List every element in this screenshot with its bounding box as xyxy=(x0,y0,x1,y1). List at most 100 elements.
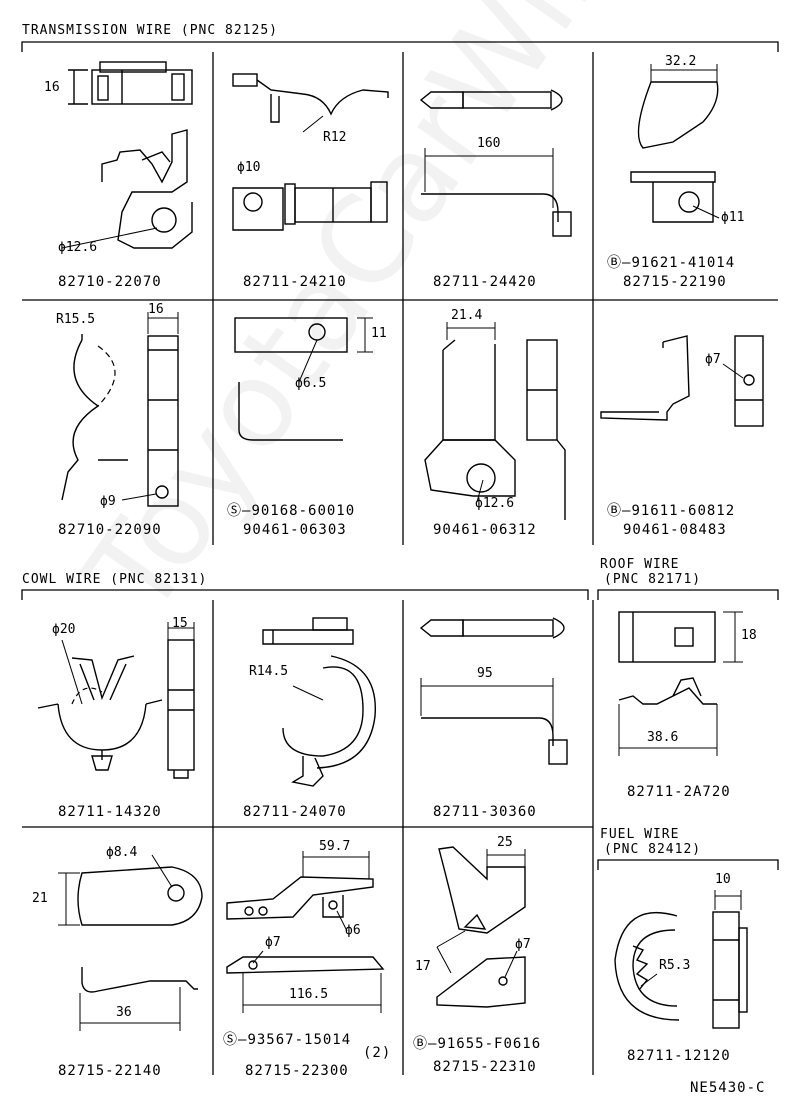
part-cell-82710-22070: 16 ϕ12.6 82710-22070 xyxy=(22,52,213,300)
bolt-number: 91621-41014 xyxy=(631,255,736,271)
clamp-drawing xyxy=(37,622,195,779)
clamp-drawing xyxy=(419,89,572,237)
dim-width: 32.2 xyxy=(665,54,697,69)
section-title-fuel-wire: FUEL WIRE xyxy=(600,827,680,842)
dim-width: 10 xyxy=(715,872,731,887)
clamp-drawing xyxy=(234,317,373,441)
dim-hole-diameter: ϕ7 xyxy=(515,937,531,952)
part-cell-90461-06303: 11 ϕ6.5 Ⓢ—90168-60010 90461-06303 xyxy=(213,300,403,545)
dim-height: 16 xyxy=(44,80,60,95)
part-number: 82715-22310 xyxy=(433,1059,537,1075)
part-cell-82715-22300: 59.7 ϕ7 ϕ6 116.5 Ⓢ—93567-15014 (2) 82715… xyxy=(213,827,403,1079)
section-title-cowl-wire: COWL WIRE (PNC 82131) xyxy=(22,572,208,587)
clamp-drawing xyxy=(614,890,748,1029)
clamp-drawing xyxy=(61,312,179,507)
dim-hole-diameter: ϕ7 xyxy=(705,352,721,367)
clamp-drawing xyxy=(262,617,376,787)
part-cell-82710-22090: R15.5 16 ϕ9 82710-22090 xyxy=(22,300,213,545)
clamp-drawing xyxy=(618,611,743,756)
dim-length: 160 xyxy=(477,136,501,151)
dim-hole-diameter-bracket: ϕ6 xyxy=(345,923,361,938)
part-number: 82715-22300 xyxy=(245,1063,349,1079)
part-number: 82711-12120 xyxy=(627,1048,731,1064)
part-number: 82711-24420 xyxy=(433,274,537,290)
part-number: 82715-22140 xyxy=(58,1063,162,1079)
dim-length: 95 xyxy=(477,666,493,681)
part-number: 90461-06303 xyxy=(243,522,347,538)
section-title-roof-wire: ROOF WIRE xyxy=(600,557,680,572)
part-cell-82715-22310: 25 17 ϕ7 Ⓑ—91655-F0616 82715-22310 xyxy=(403,827,593,1075)
part-number: 82710-22090 xyxy=(58,522,162,538)
screw-number: 90168-60010 xyxy=(251,503,356,519)
dim-width: 59.7 xyxy=(319,839,351,854)
clamp-drawing xyxy=(600,335,764,427)
dim-hole-diameter: ϕ12.6 xyxy=(475,496,515,511)
part-number: 82710-22070 xyxy=(58,274,162,290)
bolt-number: 91655-F0616 xyxy=(437,1036,542,1052)
clamp-drawing xyxy=(58,854,203,1031)
bolt-part-number: Ⓑ—91655-F0616 xyxy=(413,1036,542,1052)
dim-radius: R15.5 xyxy=(56,312,96,327)
dim-length: 116.5 xyxy=(289,987,329,1002)
dim-radius: R14.5 xyxy=(249,664,289,679)
dim-width: 16 xyxy=(148,302,164,317)
clamp-drawing xyxy=(424,322,566,520)
dim-height: 21 xyxy=(32,891,48,906)
part-cell-82715-22190: 32.2 ϕ11 Ⓑ—91621-41014 82715-22190 xyxy=(593,52,778,300)
screw-number: 93567-15014 xyxy=(247,1032,352,1048)
screw-part-number: Ⓢ—90168-60010 xyxy=(227,503,356,519)
section-title-roof-pnc: (PNC 82171) xyxy=(604,572,702,587)
clamp-drawing xyxy=(436,846,526,1008)
part-cell-82711-24210: R12 ϕ10 82711-24210 xyxy=(213,52,403,300)
part-cell-90461-08483: ϕ7 Ⓑ—91611-60812 90461-08483 xyxy=(593,300,778,545)
dim-width: 15 xyxy=(172,616,188,631)
section-title-fuel-pnc: (PNC 82412) xyxy=(604,842,702,857)
part-cell-82711-14320: ϕ20 15 82711-14320 xyxy=(22,600,213,827)
dim-height: 17 xyxy=(415,959,431,974)
dim-height: 11 xyxy=(371,326,387,341)
clamp-drawing xyxy=(226,851,385,1013)
bolt-part-number: Ⓑ—91621-41014 xyxy=(607,255,736,271)
part-number: 82711-24210 xyxy=(243,274,347,290)
dim-length: 38.6 xyxy=(647,730,679,745)
dim-width: 21.4 xyxy=(451,308,483,323)
dim-height: 18 xyxy=(741,628,757,643)
part-cell-82711-24420: 160 82711-24420 xyxy=(403,52,593,300)
part-cell-82711-2A720: 18 38.6 82711-2A720 xyxy=(593,600,778,827)
part-number: 90461-06312 xyxy=(433,522,537,538)
screw-quantity: (2) xyxy=(363,1045,392,1061)
clamp-drawing xyxy=(419,617,568,765)
dim-width: 25 xyxy=(497,835,513,850)
dim-hole-diameter-small: ϕ7 xyxy=(265,935,281,950)
dim-hole-diameter: ϕ10 xyxy=(237,160,261,175)
clamp-drawing xyxy=(232,73,389,231)
figure-code: NE5430-C xyxy=(690,1080,766,1096)
dim-hole-diameter: ϕ8.4 xyxy=(106,845,138,860)
screw-part-number: Ⓢ—93567-15014 xyxy=(223,1032,352,1048)
dim-hole-diameter: ϕ11 xyxy=(721,210,745,225)
clamp-drawing xyxy=(630,64,720,223)
dim-radius: R5.3 xyxy=(659,958,691,973)
part-number: 90461-08483 xyxy=(623,522,727,538)
dim-hole-diameter: ϕ6.5 xyxy=(295,376,327,391)
part-number: 82711-14320 xyxy=(58,804,162,820)
bolt-part-number: Ⓑ—91611-60812 xyxy=(607,503,736,519)
part-number: 82715-22190 xyxy=(623,274,727,290)
part-number: 82711-24070 xyxy=(243,804,347,820)
part-cell-82711-24070: R14.5 82711-24070 xyxy=(213,600,403,827)
part-cell-82715-22140: ϕ8.4 21 36 82715-22140 xyxy=(22,827,213,1079)
bolt-number: 91611-60812 xyxy=(631,503,736,519)
part-number: 82711-30360 xyxy=(433,804,537,820)
dim-length: 36 xyxy=(116,1005,132,1020)
dim-diameter: ϕ20 xyxy=(52,622,76,637)
section-title-transmission-wire: TRANSMISSION WIRE (PNC 82125) xyxy=(22,23,278,38)
part-cell-90461-06312: 21.4 ϕ12.6 90461-06312 xyxy=(403,300,593,545)
part-number: 82711-2A720 xyxy=(627,784,731,800)
dim-hole-diameter: ϕ12.6 xyxy=(58,240,98,255)
part-cell-82711-12120: 10 R5.3 82711-12120 xyxy=(593,870,778,1075)
part-cell-82711-30360: 95 82711-30360 xyxy=(403,600,593,827)
clamp-drawing xyxy=(61,61,193,249)
dim-hole-diameter: ϕ9 xyxy=(100,494,116,509)
dim-radius: R12 xyxy=(323,130,347,145)
